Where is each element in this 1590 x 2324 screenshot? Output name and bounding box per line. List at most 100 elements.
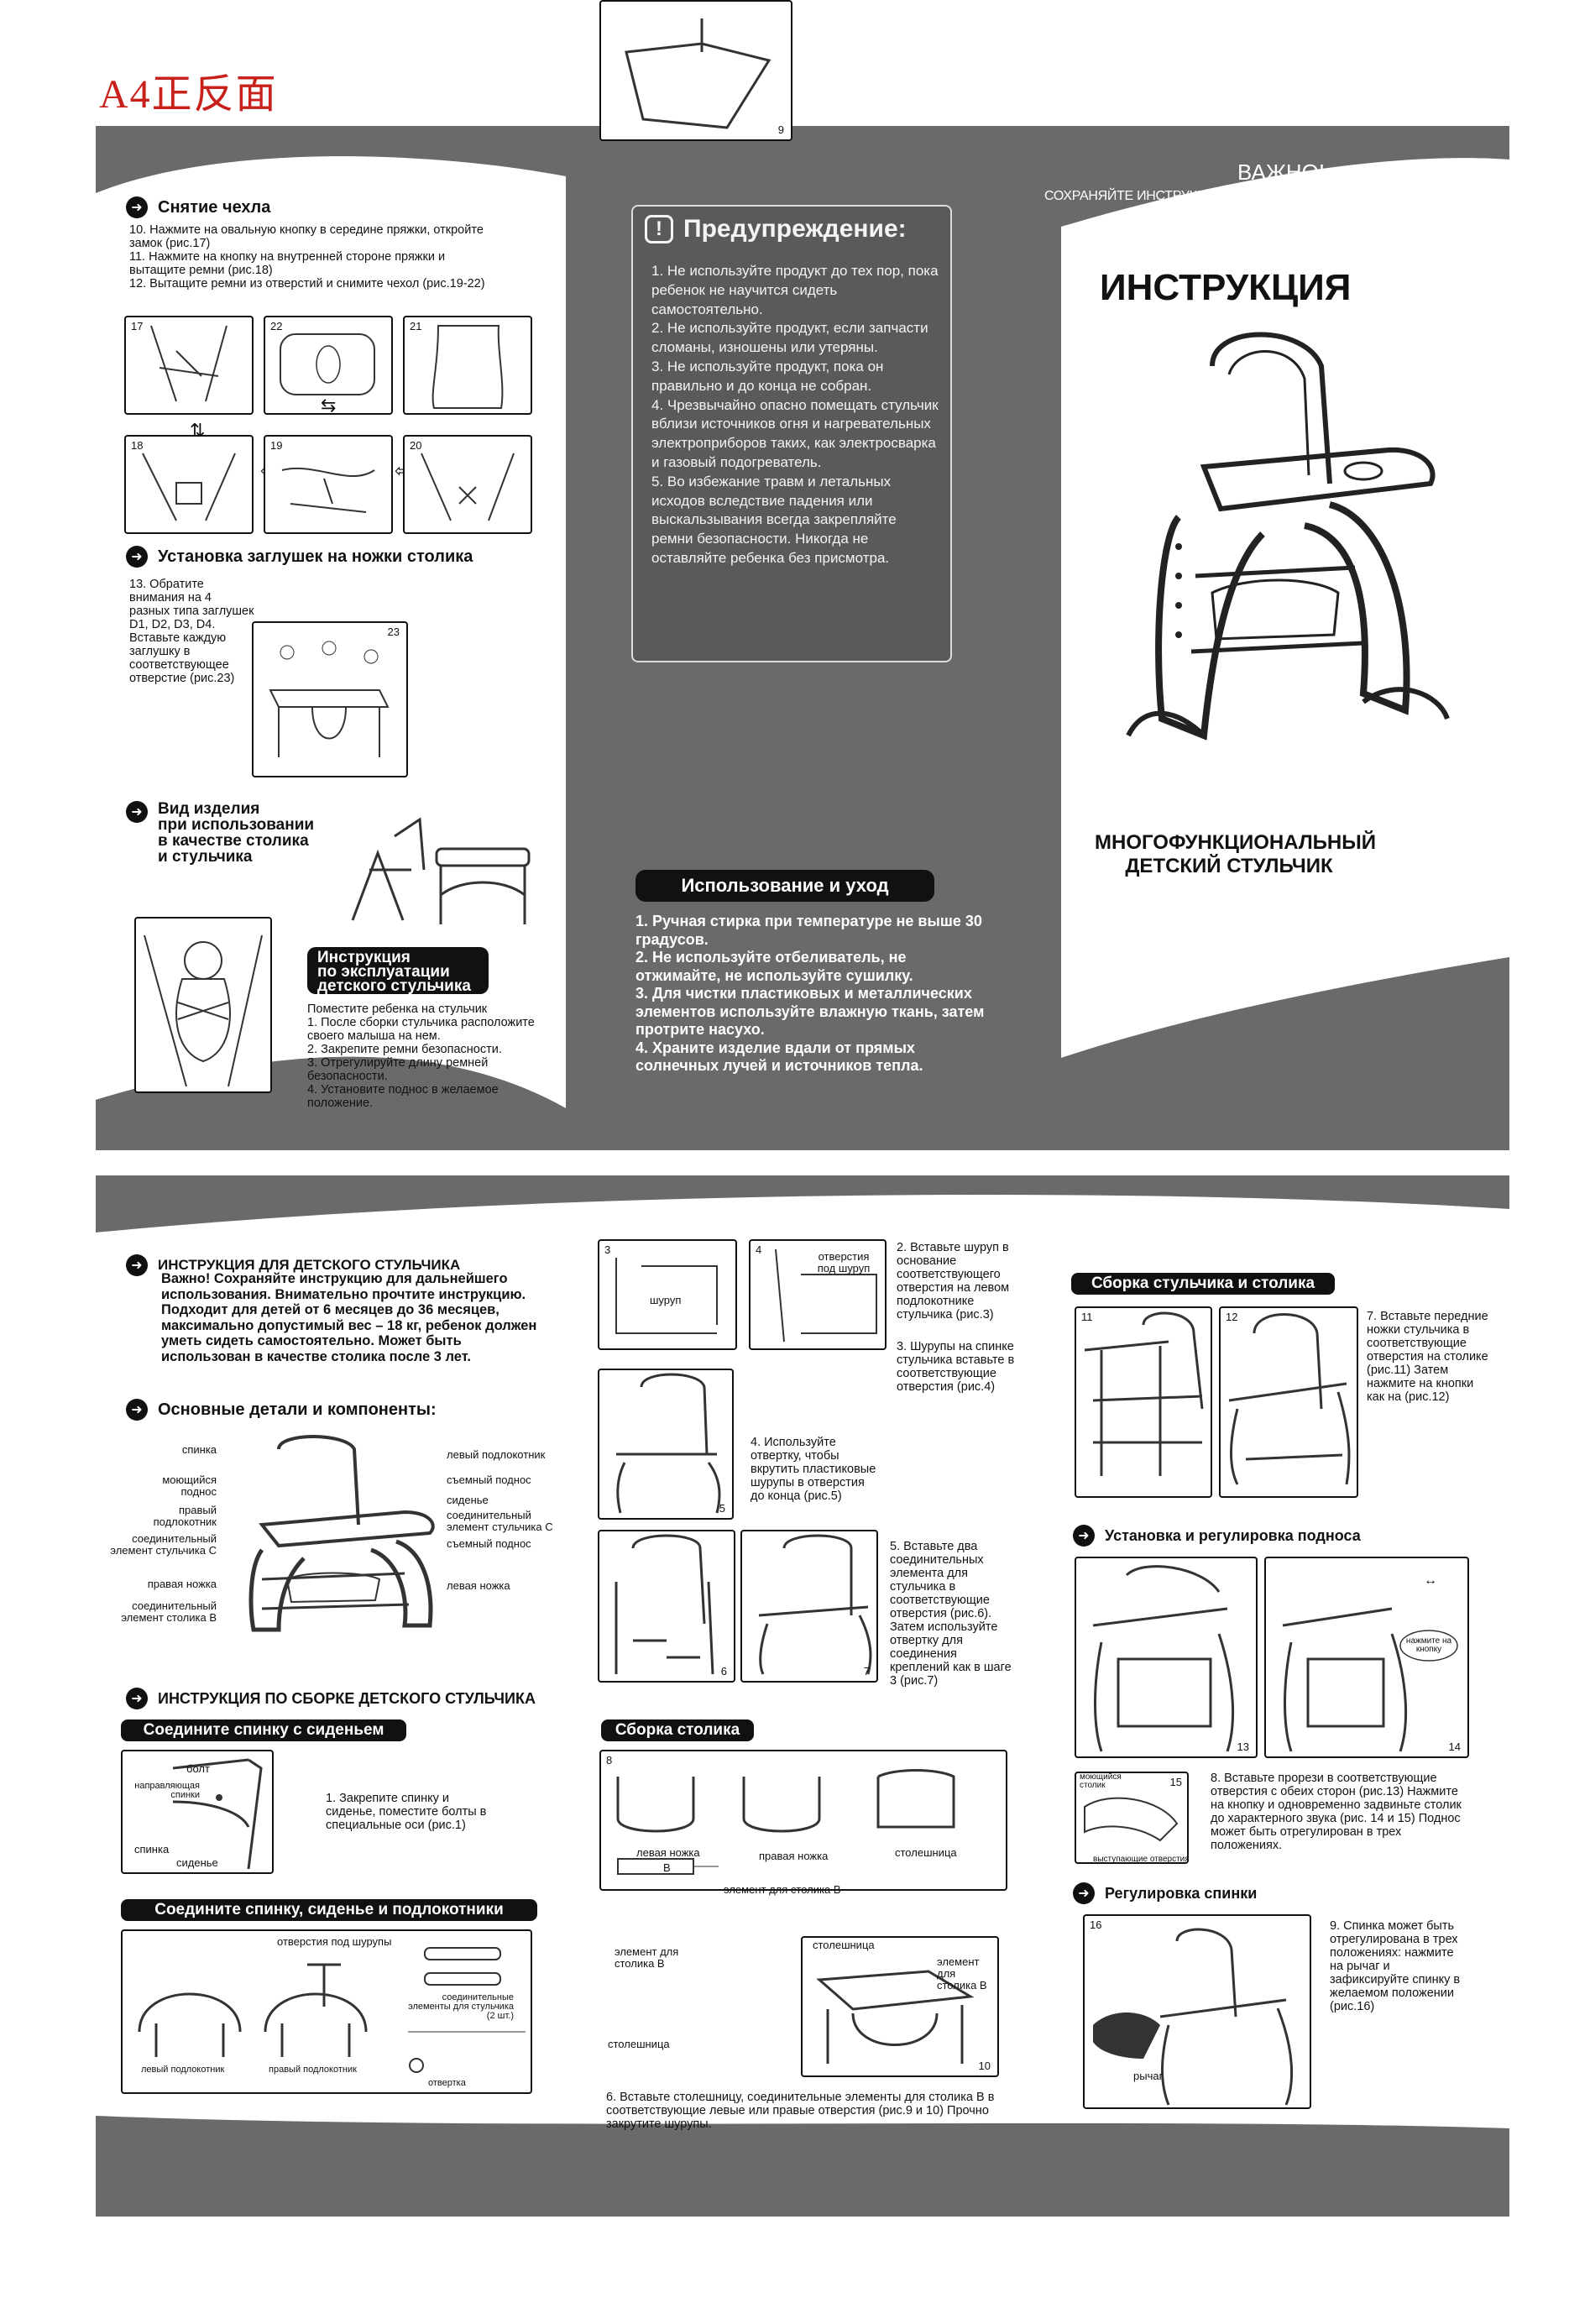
figure-13: 13	[1075, 1557, 1258, 1758]
figure-illustration	[280, 333, 375, 395]
important-subtitle: СОХРАНЯЙТЕ ИНСТРУКЦИЮ ДЛЯ ДАЛЬНЕЙШЕГО ИС…	[1044, 189, 1485, 203]
figure-3: 3	[598, 1239, 737, 1350]
table-view-heading: ➜ Вид изделия при использовании в качест…	[126, 801, 314, 865]
figure-illustration	[816, 1970, 975, 2064]
label-tabletop-9: столешница	[608, 2038, 670, 2050]
step-backrest-armrests-title: Соедините спинку, сиденье и подлокотники	[121, 1899, 537, 1921]
label-table-element-b: элемент для столика В	[724, 1883, 841, 1896]
figure-illustration	[150, 325, 228, 402]
figure-5: 5	[598, 1369, 734, 1520]
arrow-right-icon: ➜	[126, 1254, 148, 1276]
label-b: B	[663, 1861, 671, 1874]
figure-illustration	[625, 18, 771, 129]
arrow-left-right-icon: ⇆	[321, 395, 337, 416]
parts-right-labels: левый подлокотник съемный поднос сиденье…	[447, 1448, 553, 1592]
cover-removal-steps: 10. Нажмите на овальную кнопку в середин…	[129, 223, 485, 290]
label-seat: сиденье	[176, 1856, 218, 1869]
figure-illustration	[615, 1534, 714, 1675]
print-label: A4正反面	[99, 72, 278, 117]
figure-illustration	[142, 453, 236, 521]
figure-illustration	[431, 325, 504, 409]
care-title: Использование и уход	[635, 870, 934, 902]
important-title: ВАЖНО!	[1237, 160, 1326, 185]
figure-11: 11	[1075, 1306, 1212, 1498]
figure-illustration	[1092, 1565, 1235, 1752]
figure-4: 4	[749, 1239, 887, 1350]
step-4-text: 4. Используйте отвертку, чтобы вкрутить …	[751, 1436, 876, 1503]
figure-1	[121, 1750, 274, 1874]
figure-illustration	[1084, 1797, 1179, 1842]
step-backrest-seat-title: Соедините спинку с сиденьем	[121, 1719, 406, 1741]
figure-15: 15	[1075, 1772, 1189, 1864]
label-right-armrest: правый подлокотник	[269, 2065, 357, 2075]
label-left-leg: левая ножка	[636, 1846, 700, 1859]
label-protruding-holes: выступающие отверстия	[1093, 1855, 1190, 1864]
arrow-right-icon: ➜	[1073, 1882, 1095, 1904]
figure-18: 18	[124, 435, 254, 534]
figure-illustration	[1093, 1928, 1293, 2106]
arrow-right-icon: ➜	[1073, 1525, 1095, 1547]
step-8-text: 8. Вставьте прорези в соответствующие от…	[1211, 1772, 1462, 1852]
label-lever: рычаг	[1133, 2070, 1164, 2082]
step-3-text: 3. Шурупы на спинке стульчика вставьте в…	[897, 1340, 1015, 1394]
parts-illustration	[248, 1435, 435, 1632]
figure-6: 6	[598, 1530, 735, 1683]
plugs-text: 13. Обратите внимания на 4 разных типа з…	[129, 578, 254, 685]
arrow-right-icon: ➜	[126, 1688, 148, 1709]
arrow-right-icon: ➜	[126, 196, 148, 218]
figure-illustration	[615, 1258, 718, 1334]
figure-20: 20	[403, 435, 532, 534]
figure-12: 12	[1219, 1306, 1358, 1498]
step-7-text: 7. Вставьте передние ножки стульчика в с…	[1367, 1310, 1488, 1404]
label-backrest-guide: направляющая спинки	[134, 1781, 200, 1800]
warning-list: 1. Не используйте продукт до тех пор, по…	[651, 263, 939, 566]
table-assembly-title: Сборка столика	[601, 1719, 754, 1741]
warning-title: ! Предупреждение:	[645, 215, 907, 243]
step-6-text: 6. Вставьте столешницу, соединительные э…	[606, 2091, 995, 2131]
high-chair-illustration	[1126, 332, 1450, 741]
figure-2	[121, 1929, 532, 2094]
label-tabletop: столешница	[895, 1846, 957, 1859]
figure-illustration	[144, 934, 263, 1087]
label-left-armrest: левый подлокотник	[141, 2065, 225, 2075]
figure-22: 22	[264, 316, 393, 415]
step-2-text: 2. Вставьте шуруп в основание соответств…	[897, 1241, 1010, 1322]
figure-23: 23	[252, 621, 408, 777]
label-element-b-9: элемент для столика В	[615, 1945, 679, 1970]
label-press-button: нажмите на кнопку	[1405, 1636, 1452, 1654]
parts-left-labels: спинка моющийся поднос правый подлокотни…	[110, 1443, 217, 1624]
figure-illustration	[1228, 1313, 1351, 1485]
label-right-leg: правая ножка	[759, 1850, 829, 1862]
label-screw-hole: отверстия под шуруп	[817, 1250, 871, 1275]
intro-heading: ➜ ИНСТРУКЦИЯ ДЛЯ ДЕТСКОГО СТУЛЬЧИКА	[126, 1254, 460, 1276]
label-connectors: соединительные элементы для стульчика (2…	[408, 1992, 514, 2021]
figure-16: 16	[1083, 1914, 1311, 2109]
tray-heading: ➜ Установка и регулировка подноса	[1073, 1525, 1361, 1547]
step-9-text: 9. Спинка может быть отрегулирована в тр…	[1330, 1919, 1461, 2013]
step-1-text: 1. Закрепите спинку и сиденье, поместите…	[326, 1792, 487, 1832]
label-screw-holes: отверстия под шурупы	[277, 1935, 392, 1948]
arrow-right-icon: ➜	[126, 801, 148, 823]
figure-illustration	[775, 1248, 877, 1343]
label-tabletop-10: столешница	[813, 1939, 875, 1951]
baby-in-chair-image	[134, 917, 272, 1093]
figure-10: 10	[801, 1936, 999, 2077]
figure-14: 14	[1264, 1557, 1469, 1758]
warning-panel: ! Предупреждение: 1. Не используйте прод…	[631, 205, 952, 662]
figure-21: 21	[403, 316, 532, 415]
figure-illustration	[1084, 1311, 1204, 1476]
usage-steps: Поместите ребенка на стульчик 1. После с…	[307, 1002, 535, 1110]
care-list: 1. Ручная стирка при температуре не выше…	[635, 913, 985, 1074]
label-screwdriver: отвертка	[428, 2078, 466, 2088]
product-name: МНОГОФУНКЦИОНАЛЬНЫЙ ДЕТСКИЙ СТУЛЬЧИК	[1095, 831, 1377, 877]
figure-illustration	[616, 1373, 721, 1514]
label-bolt: болт	[186, 1762, 210, 1775]
label-screw: шуруп	[650, 1294, 682, 1306]
arrow-left-right-icon: ↔	[1424, 1573, 1437, 1588]
label-backrest: спинка	[134, 1843, 170, 1856]
step-5-text: 5. Вставьте два соединительных элемента …	[890, 1540, 1012, 1688]
figure-8: 8	[599, 1750, 1007, 1891]
figure-illustration	[758, 1534, 872, 1675]
figure-illustration	[269, 641, 390, 757]
figure-7: 7	[740, 1530, 878, 1683]
